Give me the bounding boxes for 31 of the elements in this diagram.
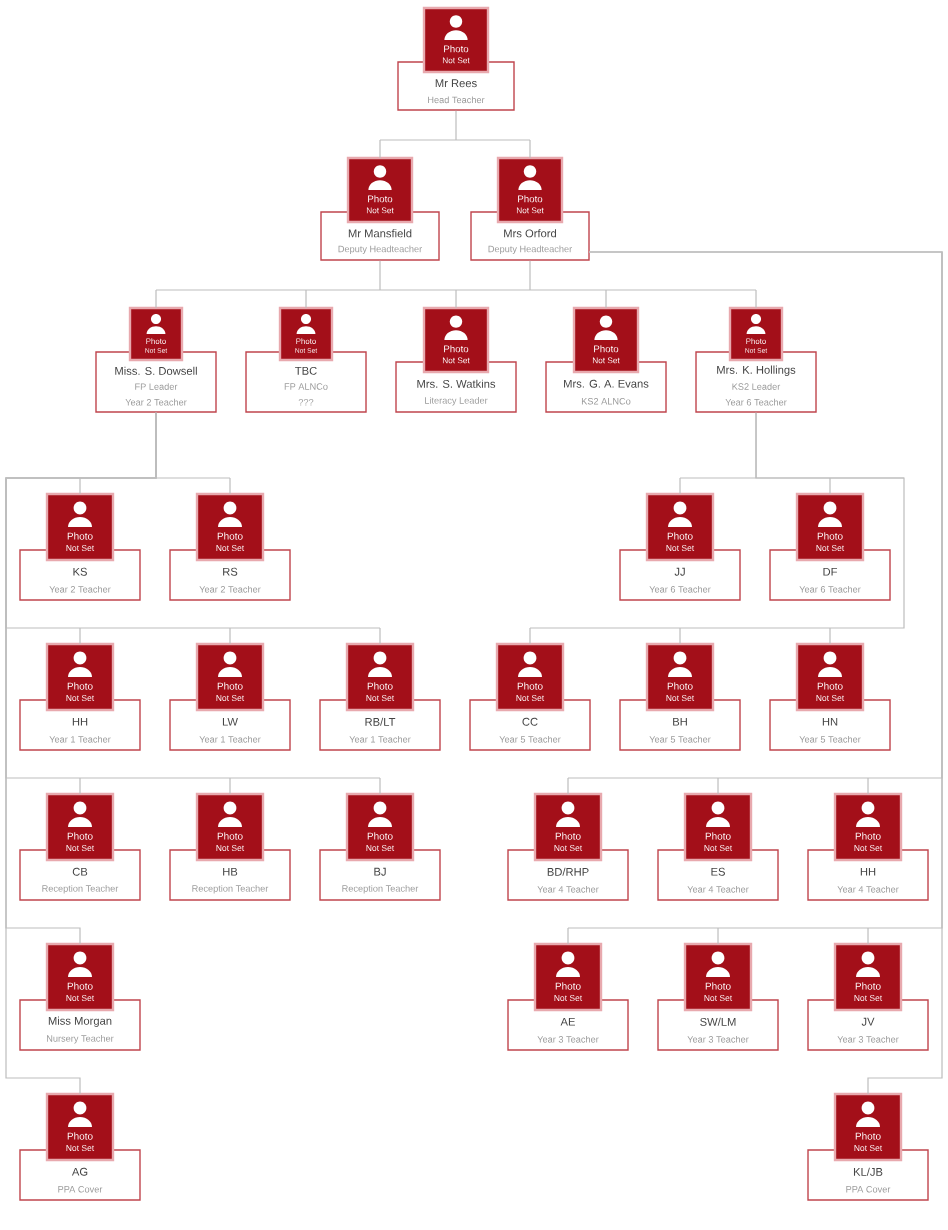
connector-line [867, 927, 869, 945]
connector-line [155, 289, 157, 309]
connector-line [229, 777, 231, 795]
connector-line [717, 927, 719, 945]
connector-line [529, 139, 531, 159]
connector-line [529, 627, 531, 645]
connector-line [229, 477, 231, 495]
connector-line [567, 777, 569, 795]
connector-line [79, 477, 81, 495]
connector-line [717, 777, 719, 795]
connector-line [79, 627, 81, 645]
connector-line [155, 260, 757, 291]
connector-line [379, 627, 381, 645]
connector-line [567, 927, 569, 945]
connector-line [5, 412, 157, 1095]
connector-line [229, 627, 231, 645]
connector-line [305, 289, 307, 309]
connector-line [829, 627, 831, 645]
connector-line [605, 289, 607, 309]
connector-line [379, 777, 381, 795]
connector-line [679, 477, 681, 495]
connector-line [379, 110, 531, 141]
connector-line [379, 139, 381, 159]
connector-line [79, 777, 81, 795]
connector-line [867, 777, 869, 795]
connector-line [679, 627, 681, 645]
connector-line [588, 251, 943, 1095]
connector-line [455, 289, 457, 309]
connector-line [529, 412, 905, 629]
connector-line [755, 289, 757, 309]
connector-line [829, 477, 831, 495]
